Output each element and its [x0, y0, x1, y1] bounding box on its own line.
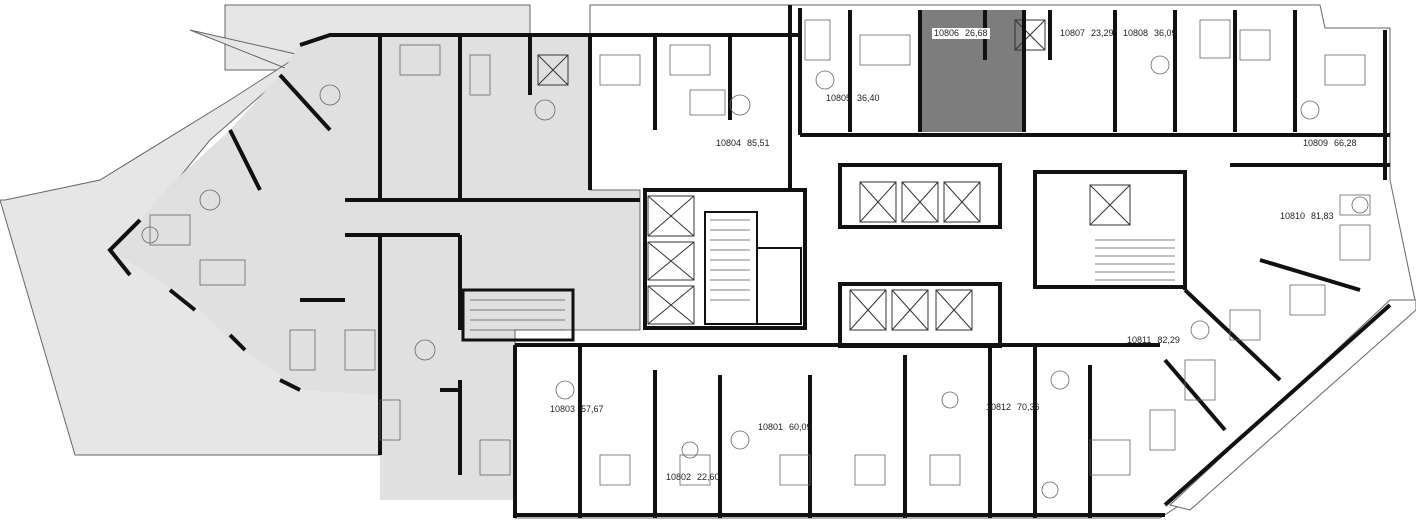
unit-label-10812[interactable]: 10812 70,36 — [986, 402, 1040, 413]
unit-area: 36,09 — [1154, 28, 1177, 38]
unit-number: 10811 — [1127, 335, 1152, 345]
unit-number: 10812 — [986, 402, 1012, 412]
unit-label-10804[interactable]: 10804 85,51 — [716, 138, 770, 149]
unit-number: 10802 — [666, 472, 692, 482]
unit-area: 36,40 — [857, 93, 880, 103]
unit-label-10806[interactable]: 10806 26,68 — [932, 28, 990, 39]
unit-number: 10805 — [826, 93, 852, 103]
unit-area: 81,83 — [1311, 211, 1334, 221]
elevator-shafts — [537, 19, 1131, 331]
unit-label-10809[interactable]: 10809 66,28 — [1303, 138, 1357, 149]
unit-number: 10807 — [1060, 28, 1086, 38]
unit-number: 10810 — [1280, 211, 1306, 221]
structural-walls — [107, 5, 1392, 518]
unit-label-10801[interactable]: 10801 60,09 — [758, 422, 812, 433]
unit-label-10805[interactable]: 10805 36,40 — [826, 93, 880, 104]
unit-area: 85,51 — [747, 138, 770, 148]
unit-label-10808[interactable]: 10808 36,09 — [1123, 28, 1177, 39]
unit-label-10811[interactable]: 10811 82,29 — [1127, 335, 1180, 346]
unit-number: 10804 — [716, 138, 742, 148]
unit-area: 23,29 — [1091, 28, 1114, 38]
unit-number: 10803 — [550, 404, 576, 414]
unit-number: 10806 — [934, 28, 960, 38]
unit-area: 70,36 — [1017, 402, 1040, 412]
unit-number: 10801 — [758, 422, 784, 432]
unit-area: 82,29 — [1157, 335, 1180, 345]
unit-area: 66,28 — [1334, 138, 1357, 148]
unit-label-10810[interactable]: 10810 81,83 — [1280, 211, 1334, 222]
unit-area: 26,68 — [965, 28, 988, 38]
furniture — [141, 19, 1371, 499]
unit-label-10803[interactable]: 10803 57,67 — [550, 404, 604, 415]
unit-label-10802[interactable]: 10802 22,60 — [666, 472, 720, 483]
unit-number: 10809 — [1303, 138, 1329, 148]
unit-label-10807[interactable]: 10807 23,29 — [1060, 28, 1114, 39]
staircases — [470, 219, 1175, 331]
building-core — [461, 163, 1187, 348]
unit-area: 60,09 — [789, 422, 812, 432]
unit-area: 57,67 — [581, 404, 604, 414]
unit-area: 22,60 — [697, 472, 720, 482]
unit-number: 10808 — [1123, 28, 1149, 38]
